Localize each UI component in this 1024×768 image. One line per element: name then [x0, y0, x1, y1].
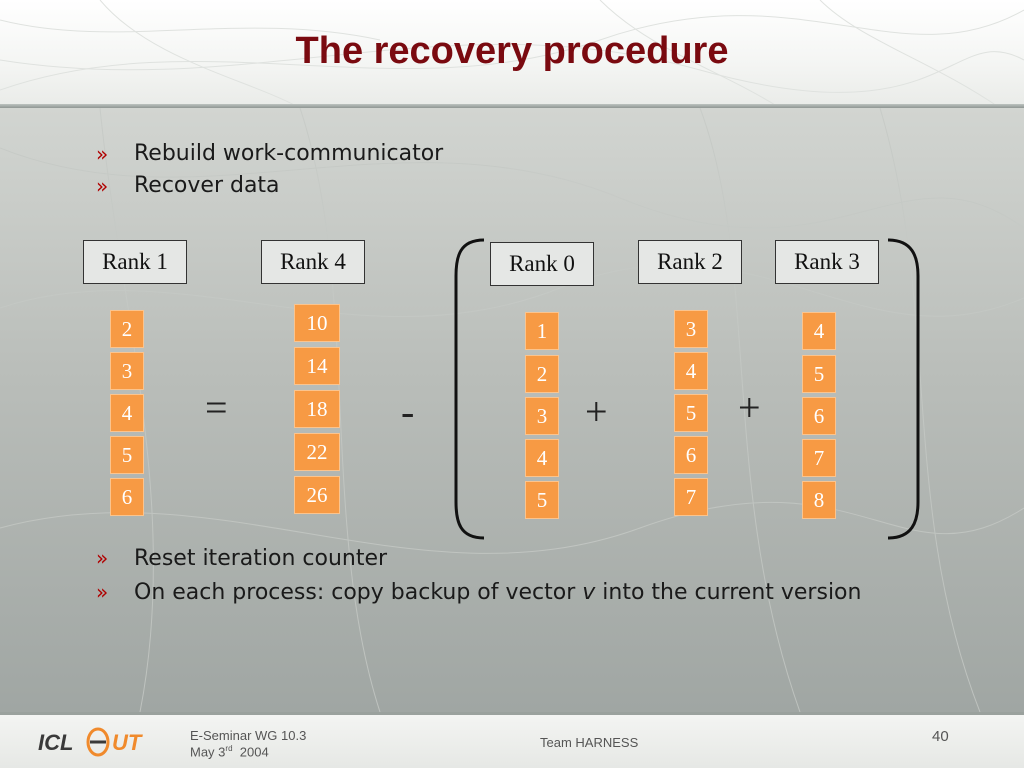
rank-2-value: 5: [674, 394, 708, 432]
rank-4-value: 10: [294, 304, 340, 342]
rank-4-label: Rank 4: [261, 240, 365, 284]
rank-4-value: 14: [294, 347, 340, 385]
bullet-item: » Rebuild work-communicator: [96, 138, 916, 170]
rank-2-value: 3: [674, 310, 708, 348]
footer-date-pre: May 3: [190, 744, 226, 760]
minus-sign: -: [401, 389, 415, 434]
bullet-marker: »: [96, 546, 109, 570]
icl-ut-logo: ICL UT: [38, 727, 143, 757]
rank-0-value: 2: [525, 355, 559, 393]
rank-4-value: 26: [294, 476, 340, 514]
bullet-item: » Reset iteration counter: [96, 544, 916, 573]
right-parenthesis: [887, 238, 920, 540]
left-parenthesis: [454, 238, 485, 540]
bullet-marker: »: [96, 580, 109, 604]
bullet-item: » Recover data: [96, 170, 916, 202]
rank-3-label: Rank 3: [775, 240, 879, 284]
svg-text:UT: UT: [112, 730, 143, 755]
slide-header: The recovery procedure: [0, 0, 1024, 108]
footer-divider: [0, 712, 1024, 715]
rank-2-value: 6: [674, 436, 708, 474]
rank-3-value: 5: [802, 355, 836, 393]
rank-0-label: Rank 0: [490, 242, 594, 286]
slide-footer: ICL UT E-Seminar WG 10.3 May 3rd 2004 Te…: [0, 712, 1024, 768]
rank-0-value: 5: [525, 481, 559, 519]
bullet-text-pre: On each process: copy backup of vector: [134, 580, 583, 605]
rank-1-value: 3: [110, 352, 144, 390]
rank-1-value: 2: [110, 310, 144, 348]
rank-2-value: 7: [674, 478, 708, 516]
footer-date-post: 2004: [232, 744, 269, 760]
bullet-text-post: into the current version: [595, 580, 862, 605]
plus-sign: +: [585, 389, 608, 434]
equals-sign: =: [205, 385, 228, 430]
bullet-text: Rebuild work-communicator: [134, 141, 444, 166]
header-divider: [0, 104, 1024, 108]
rank-1-label: Rank 1: [83, 240, 187, 284]
bullet-item: » On each process: copy backup of vector…: [96, 578, 916, 607]
plus-sign: +: [738, 385, 761, 430]
rank-2-value: 4: [674, 352, 708, 390]
rank-4-value: 22: [294, 433, 340, 471]
rank-3-value: 6: [802, 397, 836, 435]
rank-4-value: 18: [294, 390, 340, 428]
footer-date-sup: rd: [225, 744, 233, 753]
bullet-marker: »: [96, 174, 109, 198]
slide-title: The recovery procedure: [295, 30, 729, 72]
rank-3-value: 8: [802, 481, 836, 519]
rank-1-value: 4: [110, 394, 144, 432]
footer-team: Team HARNESS: [540, 735, 639, 750]
bullet-text: Reset iteration counter: [134, 546, 388, 571]
footer-seminar: E-Seminar WG 10.3: [190, 728, 307, 743]
rank-3-value: 4: [802, 312, 836, 350]
bullet-marker: »: [96, 142, 109, 166]
svg-text:ICL: ICL: [38, 730, 73, 755]
body-decoration: [0, 108, 1024, 712]
rank-0-value: 3: [525, 397, 559, 435]
bullet-text: Recover data: [134, 173, 280, 198]
rank-1-value: 5: [110, 436, 144, 474]
vector-variable: v: [582, 580, 596, 605]
rank-1-value: 6: [110, 478, 144, 516]
page-number: 40: [932, 728, 949, 745]
header-decoration: [0, 0, 1024, 108]
bullet-list-top: » Rebuild work-communicator » Recover da…: [96, 138, 916, 202]
rank-3-value: 7: [802, 439, 836, 477]
rank-2-label: Rank 2: [638, 240, 742, 284]
slide-body: [0, 108, 1024, 712]
rank-0-value: 4: [525, 439, 559, 477]
rank-0-value: 1: [525, 312, 559, 350]
bullet-list-bottom: » Reset iteration counter » On each proc…: [96, 544, 916, 612]
footer-date: May 3rd 2004: [190, 744, 269, 759]
